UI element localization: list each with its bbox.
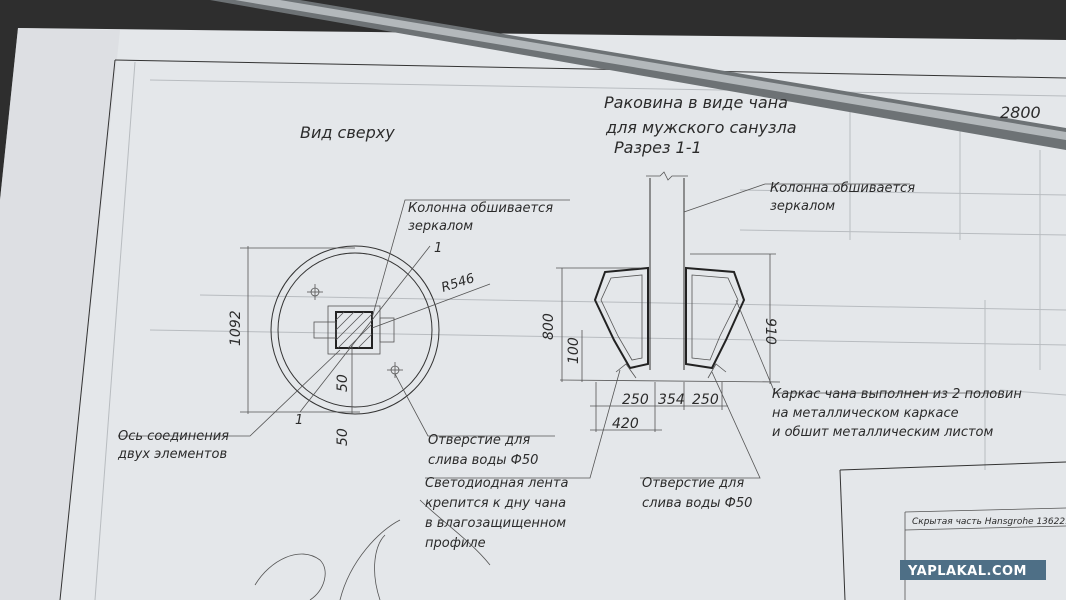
dim-250-left: 250 (622, 392, 649, 408)
stamp-text: Скрытая часть Hansgrohe 13622180 (912, 517, 1066, 527)
dim-354: 354 (658, 392, 685, 408)
frame-note-line3: и обшит металлическим листом (772, 425, 994, 440)
outer-bowl-circle (270, 245, 440, 415)
top-drain-note-line1: Отверстие для (428, 433, 530, 448)
dim-910: 910 (762, 318, 778, 345)
section-view: 800 100 910 250 354 250 420 Колонна обши… (425, 171, 1022, 551)
section-title-line3: Разрез 1-1 (614, 138, 702, 157)
section-mark-bottom: 1 (295, 413, 303, 428)
dim-1092: 1092 (228, 310, 244, 346)
inner-bowl-circle (277, 252, 433, 408)
top-drain-note-line2: слива воды Ф50 (428, 453, 538, 468)
axis-note-line2: двух элементов (117, 447, 227, 462)
corner-number: 2800 (1000, 103, 1041, 122)
bowl-left-half (593, 266, 649, 370)
drain-cross-top-left (307, 284, 323, 300)
axis-note-line1: Ось соединения (118, 429, 229, 444)
led-note-line2: крепится к дну чана (425, 496, 566, 511)
section-title-line2: для мужского санузла (605, 118, 797, 137)
dim-100: 100 (566, 337, 582, 364)
drawing-frame (59, 59, 1066, 600)
paper-shadow (0, 28, 120, 600)
top-callout-column-line1: Колонна обшивается (408, 201, 553, 216)
dim-250-right: 250 (692, 392, 719, 408)
section-callout-column-line2: зеркалом (770, 199, 835, 214)
column-hatch (335, 311, 373, 349)
dim-800: 800 (541, 313, 557, 340)
watermark-text: YAPLAKAL.COM (907, 564, 1027, 579)
dim-50-lower: 50 (335, 428, 351, 446)
bowl-right-half (685, 266, 746, 370)
watermark: YAPLAKAL.COM (900, 560, 1046, 580)
frame-note-line1: Каркас чана выполнен из 2 половин (772, 387, 1022, 402)
section-drain-note-line2: слива воды Ф50 (642, 496, 752, 511)
frame-note-line2: на металлическом каркасе (772, 406, 959, 421)
top-view: R546 1 1 1092 50 50 Колонна обшивается з… (117, 199, 570, 468)
top-view-title: Вид сверху (300, 123, 395, 142)
section-callout-column-line1: Колонна обшивается (770, 181, 915, 196)
top-callout-column-line2: зеркалом (408, 219, 473, 234)
pencil-scribbles (254, 499, 491, 600)
section-title-line1: Раковина в виде чана (604, 93, 788, 112)
section-mark-top: 1 (434, 241, 442, 256)
led-note-line4: профиле (425, 536, 486, 551)
metal-rod (210, 0, 1066, 150)
paper-sheet (0, 28, 1066, 600)
title-block (839, 461, 1066, 600)
dim-50-upper: 50 (335, 374, 351, 392)
section-drain-note-line1: Отверстие для (642, 476, 744, 491)
led-note-line3: в влагозащищенном (425, 516, 566, 531)
dim-420: 420 (612, 416, 639, 432)
led-note-line1: Светодиодная лента (425, 476, 568, 491)
